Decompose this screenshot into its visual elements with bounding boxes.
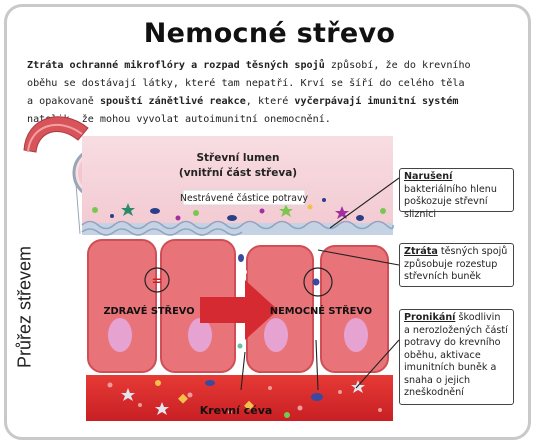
leaking-particles xyxy=(237,235,321,349)
callout-3-text: škodlivin a nerozložených částí potravy … xyxy=(404,312,508,398)
lumen-label-line2: (vnitřní část střeva) xyxy=(179,167,297,179)
callout-pointers xyxy=(240,177,400,391)
blood-vessel xyxy=(86,375,393,421)
intro-emphasis-1: Ztráta ochranné mikroflóry a rozpad těsn… xyxy=(27,60,325,71)
intro-line-3a: a opakovaně xyxy=(27,96,100,107)
callout-3-highlight: Pronikání xyxy=(404,312,456,323)
foreign-particles-in-blood xyxy=(121,380,365,418)
healthy-intestine-label: ZDRAVÉ STŘEVO xyxy=(103,304,194,317)
tight-junction-loss-callout: Ztráta těsných spojů způsobuje rozestup … xyxy=(399,243,514,287)
intro-emphasis-3: vyčerpávají imunitní systém xyxy=(294,96,459,107)
intro-line-2: oběhu se dostávají látky, které tam nepa… xyxy=(27,78,465,89)
mucus-layer xyxy=(81,220,394,236)
intro-line-1: způsobí, že do krevního xyxy=(324,60,471,71)
damaged-junction-circle xyxy=(303,267,333,297)
callout-2-text: těsných spojů způsobuje rozestup střevní… xyxy=(404,246,508,282)
cross-section-label: Průřez střevem xyxy=(14,232,36,382)
undigested-particles-label-box xyxy=(182,189,306,206)
transition-arrow xyxy=(200,280,278,340)
penetration-callout: Pronikání škodlivin a nerozložených část… xyxy=(399,309,514,405)
blood-vessel-label: Krevní céva xyxy=(200,404,273,417)
callout-1-highlight: Narušení xyxy=(404,171,453,182)
callout-1-text: bakteriálního hlenu poškozuje střevní sl… xyxy=(404,183,497,220)
lumen-label-line1: Střevní lumen xyxy=(196,152,279,164)
intro-line-4: natolik, že mohou vyvolat autoimunitní o… xyxy=(27,114,331,125)
intestine-tube-icon xyxy=(23,116,89,153)
sick-intestine-label: NEMOCNÉ STŘEVO xyxy=(270,304,372,317)
cross-section-label-text: Průřez střevem xyxy=(14,245,35,369)
page-title: Nemocné střevo xyxy=(143,18,396,49)
intro-emphasis-2: spouští zánětlivé reakce xyxy=(99,96,246,107)
blood-particles xyxy=(107,382,382,414)
undigested-particles-label: Nestrávené částice potravy xyxy=(180,193,308,204)
intro-text: Ztráta ochranné mikroflóry a rozpad těsn… xyxy=(27,57,527,129)
healthy-junction-circle xyxy=(144,267,170,293)
food-particles xyxy=(92,198,386,221)
intro-line-3c: , které xyxy=(245,96,295,107)
epithelial-cells xyxy=(87,239,389,373)
equals-sign: = xyxy=(152,274,163,289)
callout-2-highlight: Ztráta xyxy=(404,246,438,257)
mucus-disruption-callout: Narušení bakteriálního hlenu poškozuje s… xyxy=(399,168,514,220)
